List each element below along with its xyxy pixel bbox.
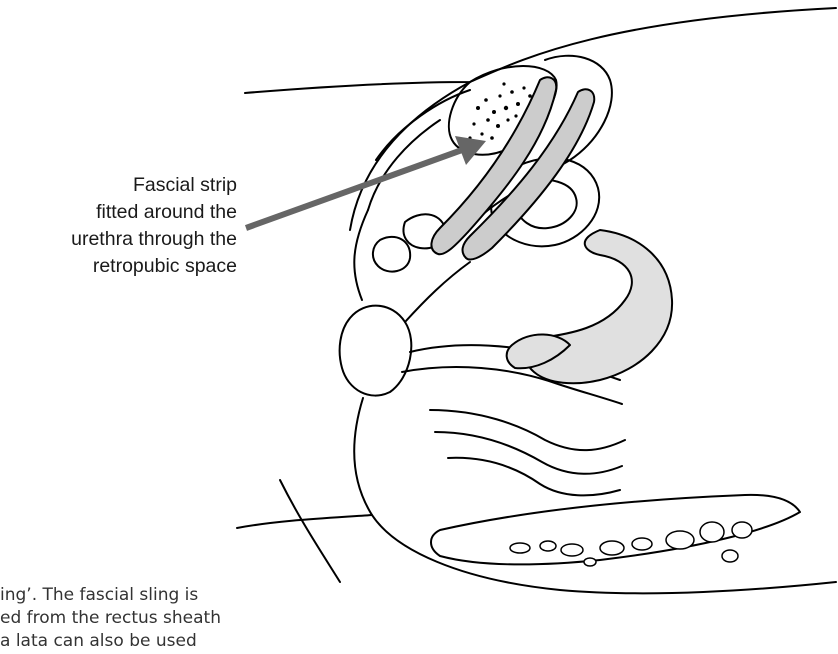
caption-line-3: a lata can also be used (0, 630, 300, 653)
rectum-line-a (430, 410, 625, 450)
thigh-contour (280, 480, 340, 582)
vestibule-line (405, 262, 470, 322)
caption-line-1: ing’. The fascial sling is (0, 584, 300, 607)
label-line-1: Fascial strip (7, 172, 237, 199)
paraurethral-tissue-b (373, 237, 410, 272)
caption-line-2: ed from the rectus sheath (0, 607, 300, 630)
rectum-line-b (435, 432, 622, 474)
perineal-bulge (340, 306, 412, 396)
labia-line (354, 210, 368, 300)
rectum-line-c (448, 458, 620, 496)
label-line-2: fitted around the (7, 199, 237, 226)
fascial-strip-label: Fascial strip fitted around the urethra … (7, 172, 237, 280)
label-line-4: retropubic space (7, 253, 237, 280)
figure-caption: ing’. The fascial sling is ed from the r… (0, 584, 300, 654)
bowel-contents-texture (510, 522, 752, 566)
label-line-3: urethra through the (7, 226, 237, 253)
